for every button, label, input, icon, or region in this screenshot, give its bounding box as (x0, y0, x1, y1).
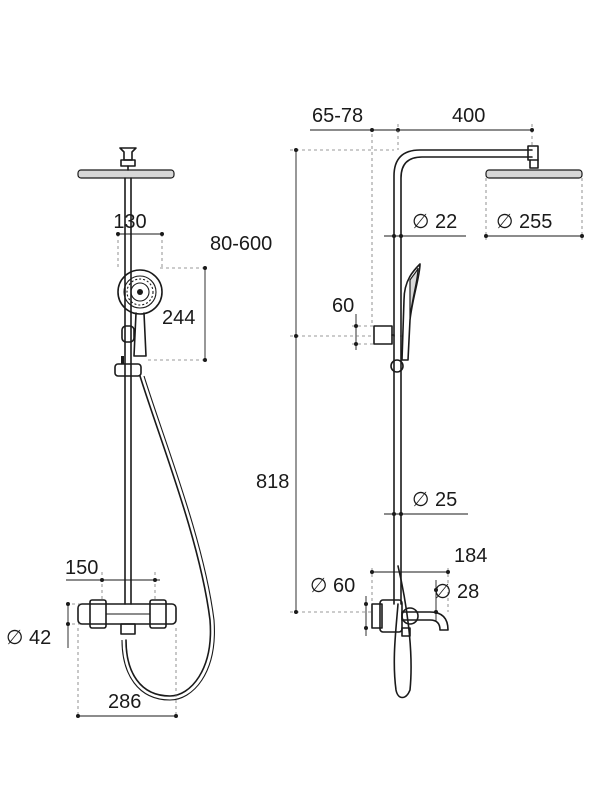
dim-valve-length: 286 (76, 628, 178, 718)
dim-label-d60: ∅ 60 (310, 575, 355, 597)
dim-label-60-holder: 60 (332, 295, 354, 317)
dim-label-400: 400 (452, 105, 485, 127)
dim-handshower-width: 130 (113, 211, 164, 270)
dim-label-d25: ∅ 25 (412, 489, 457, 511)
dim-valve-centres: 150 (65, 557, 160, 600)
dim-riser-diameter: ∅ 25 (384, 489, 468, 516)
dim-label-150: 150 (65, 557, 98, 579)
shower-hose (121, 375, 215, 701)
side-shower-head (485, 169, 583, 179)
thermostatic-valve (77, 599, 177, 635)
dim-label-130: 130 (113, 211, 146, 233)
dim-arm-length: 400 (397, 105, 534, 150)
dim-label-height-range: 80-600 (210, 233, 272, 255)
dim-label-65-78: 65-78 (312, 105, 363, 127)
dim-wall-distance: 65-78 (310, 105, 400, 326)
dim-flange-diameter: ∅ 60 (310, 575, 368, 636)
side-holder (373, 325, 395, 345)
side-hose (393, 565, 412, 699)
dim-valve-diameter: ∅ 42 (6, 602, 80, 649)
hand-shower (117, 269, 163, 357)
overhead-shower-head (77, 147, 175, 179)
riser-rail (124, 177, 132, 605)
side-hand-shower (401, 263, 421, 361)
dim-label-d42: ∅ 42 (6, 627, 51, 649)
dim-label-d255: ∅ 255 (496, 211, 552, 233)
dim-label-d28: ∅ 28 (434, 581, 479, 603)
front-view: 130 80-600 244 150 (6, 147, 272, 718)
dim-head-diameter: ∅ 255 (484, 178, 584, 240)
dim-label-818: 818 (256, 471, 289, 493)
dim-arm-diameter: ∅ 22 (384, 211, 466, 238)
slider-bracket (114, 356, 142, 377)
dim-spout-diameter: ∅ 28 (434, 580, 479, 622)
side-riser (390, 335, 404, 605)
dim-label-286: 286 (108, 691, 141, 713)
side-valve (371, 599, 449, 637)
side-view: 65-78 400 ∅ 22 ∅ 255 (256, 105, 584, 699)
dim-spout-length: 184 (370, 545, 487, 612)
dim-label-244: 244 (162, 307, 195, 329)
shower-arm (393, 145, 539, 337)
dim-label-184: 184 (454, 545, 487, 567)
dim-total-height: 818 (256, 148, 394, 614)
dim-handshower-height: 244 (148, 266, 208, 362)
dim-holder-height: 60 (332, 295, 374, 350)
dim-label-d22: ∅ 22 (412, 211, 457, 233)
